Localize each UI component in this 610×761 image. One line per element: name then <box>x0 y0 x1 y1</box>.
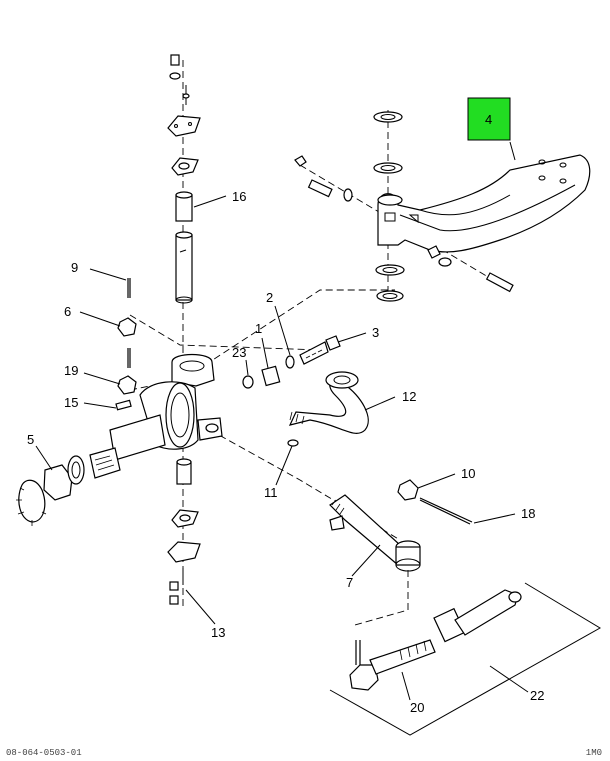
label-part-5: 5 <box>27 432 34 447</box>
label-part-20: 20 <box>410 700 424 715</box>
label-part-15: 15 <box>64 395 78 410</box>
label-part-7: 7 <box>346 575 353 590</box>
label-part-10: 10 <box>461 466 475 481</box>
label-part-4: 4 <box>485 112 492 127</box>
hub-nut-assembly <box>16 455 85 526</box>
steering-arm <box>287 371 369 447</box>
revision-code: 1M0 <box>585 748 602 758</box>
assembly-22-bracket <box>329 582 601 736</box>
axle-beam <box>294 111 591 302</box>
label-part-6: 6 <box>64 304 71 319</box>
tie-rod-assembly <box>349 589 522 691</box>
steering-knuckle <box>89 353 223 479</box>
cotter-pins-and-nuts <box>117 278 137 395</box>
label-part-3: 3 <box>372 325 379 340</box>
drawing-number: 08-064-0503-01 <box>6 748 82 758</box>
label-part-19: 19 <box>64 363 78 378</box>
label-part-18: 18 <box>521 506 535 521</box>
assembly-center-lines <box>129 60 511 626</box>
tie-rod-end-arm <box>329 479 473 572</box>
label-part-23: 23 <box>232 345 246 360</box>
label-part-1: 1 <box>255 321 262 336</box>
callout-labels: 4 16 9 6 2 1 3 23 19 12 15 5 10 11 18 7 … <box>27 112 544 715</box>
lower-king-pin-stack <box>167 458 201 605</box>
label-part-16: 16 <box>232 189 246 204</box>
upper-cap-bolt-stack <box>167 54 201 176</box>
label-part-9: 9 <box>71 260 78 275</box>
part-4-highlight-box <box>467 97 511 141</box>
leader-4 <box>509 141 516 161</box>
label-part-13: 13 <box>211 625 225 640</box>
king-pin-bushing <box>175 191 193 304</box>
label-part-22: 22 <box>530 688 544 703</box>
callout-leader-lines <box>35 195 529 701</box>
label-part-2: 2 <box>266 290 273 305</box>
label-part-11: 11 <box>264 485 278 500</box>
label-part-12: 12 <box>402 389 416 404</box>
tie-rod-arm-hardware <box>242 335 341 389</box>
